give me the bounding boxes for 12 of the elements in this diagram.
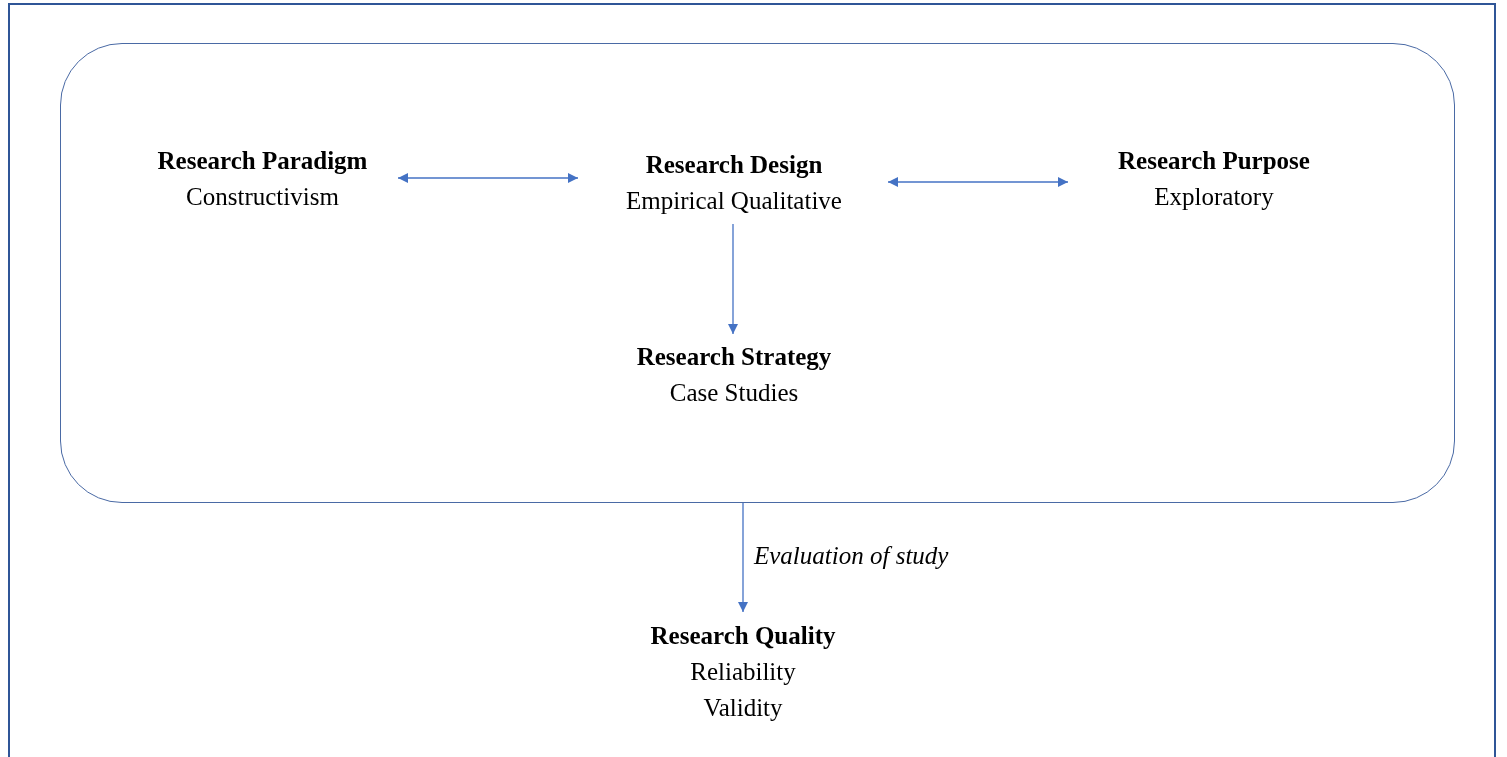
rounded-panel xyxy=(60,43,1455,503)
node-heading: Research Design xyxy=(645,150,823,180)
node-text: Constructivism xyxy=(186,182,339,212)
node-heading: Research Quality xyxy=(650,621,836,651)
node-text: Empirical Qualitative xyxy=(626,186,842,216)
node-text: Reliability xyxy=(690,657,796,687)
node-heading: Research Paradigm xyxy=(157,146,368,176)
node-heading: Research Strategy xyxy=(636,342,832,372)
node-text: Validity xyxy=(703,693,783,723)
node-text: Exploratory xyxy=(1154,182,1274,212)
node-text: Case Studies xyxy=(669,378,799,408)
node-heading: Research Purpose xyxy=(1118,146,1310,176)
